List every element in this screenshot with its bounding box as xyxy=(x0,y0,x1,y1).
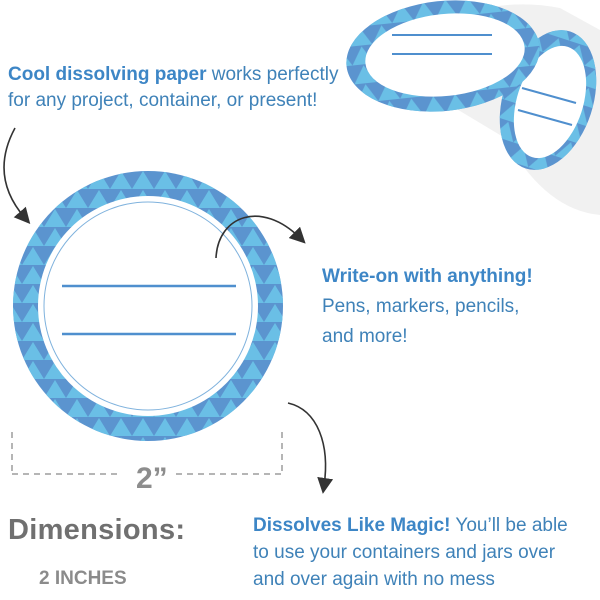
intro-text: Cool dissolving paper works perfectly fo… xyxy=(8,62,338,114)
dimensions-value: 2 INCHES xyxy=(39,568,127,589)
intro-line1-rest: works perfectly xyxy=(206,64,339,85)
arrow-2-icon xyxy=(215,215,306,259)
dissolve-line3: and over again with no mess xyxy=(253,569,495,590)
label-roll xyxy=(346,0,600,216)
roll-label-front xyxy=(346,0,540,112)
dissolve-line2: to use your containers and jars over xyxy=(253,542,556,563)
dissolve-line1-rest: You’ll be able xyxy=(450,515,568,536)
arrow-3-icon xyxy=(287,402,334,494)
dissolve-bold: Dissolves Like Magic! xyxy=(253,515,451,536)
roll-label-back xyxy=(499,30,597,170)
dimensions-title: Dimensions: xyxy=(8,514,186,546)
intro-line2: for any project, container, or present! xyxy=(8,90,318,111)
arrow-1-icon xyxy=(3,127,31,225)
write-on-text: Write-on with anything! Pens, markers, p… xyxy=(322,262,533,352)
write-on-line2: and more! xyxy=(322,326,408,347)
intro-bold: Cool dissolving paper xyxy=(8,64,207,85)
round-label xyxy=(13,171,283,441)
size-label: 2” xyxy=(136,462,168,495)
dimension-bracket xyxy=(11,432,283,475)
dissolve-text: Dissolves Like Magic! You’ll be able to … xyxy=(253,512,568,593)
write-on-heading: Write-on with anything! xyxy=(322,266,533,287)
write-on-line1: Pens, markers, pencils, xyxy=(322,296,520,317)
